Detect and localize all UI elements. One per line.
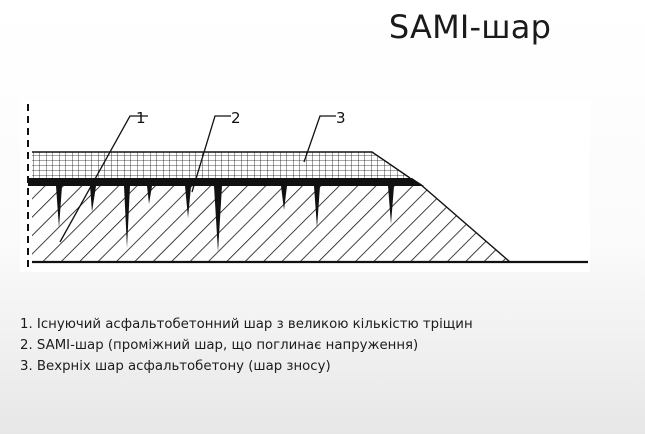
cracks (56, 186, 394, 252)
legend-item-wearing-course: 3. Вехрніх шар асфальтобетону (шар зносу… (20, 359, 331, 374)
callout-number-1: 1 (136, 109, 146, 127)
callout-number-2: 2 (231, 109, 241, 127)
legend-item-sami-layer: 2. SAMI-шар (проміжний шар, що поглинає … (20, 338, 419, 353)
road-layers-diagram: 1 2 3 (20, 100, 590, 272)
existing-asphalt-layer (32, 183, 511, 263)
wearing-course-layer (32, 151, 411, 179)
legend-list: 1. Існуючий асфальтобетонний шар з велик… (20, 314, 473, 377)
sami-interlayer (28, 178, 424, 186)
callout-leaders (59, 115, 336, 243)
callout-number-3: 3 (336, 109, 346, 127)
legend-item-existing-layer: 1. Існуючий асфальтобетонний шар з велик… (20, 317, 473, 332)
slide-title: SAMI-шар (388, 8, 552, 46)
